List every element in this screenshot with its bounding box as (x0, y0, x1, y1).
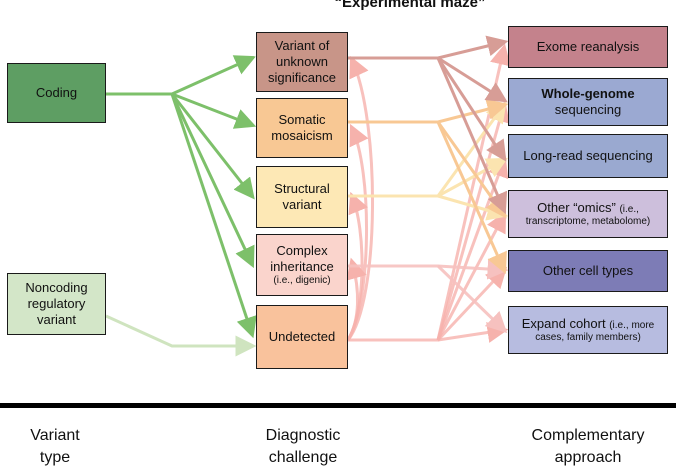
variant-type-line2: type (39, 448, 71, 466)
omics-note-2: transcriptome, metabolome) (525, 216, 651, 227)
exome-reanalysis-box: Exome reanalysis (508, 26, 668, 68)
omics-label-line1: Other “omics” (i.e., (537, 200, 639, 216)
wgs-label-line2: sequencing (554, 102, 622, 117)
coding-label: Coding (35, 85, 78, 101)
cohort-label-line1: Expand cohort (i.e., more (522, 316, 654, 332)
exome-label: Exome reanalysis (536, 39, 640, 55)
diagnostic-challenge-line1: Diagnostic (265, 427, 341, 444)
cohort-note-2: cases, family members) (535, 332, 641, 343)
noncoding-regulatory-variant-box: Noncoding regulatory variant (7, 273, 106, 335)
cohort-note-1: (i.e., more (609, 319, 655, 331)
undetected-label: Undetected (268, 329, 336, 345)
vus-label-line1: Variant of (274, 38, 330, 54)
noncoding-label-line1: Noncoding (25, 280, 88, 296)
structural-variant-box: Structural variant (256, 166, 348, 228)
longread-label: Long-read sequencing (523, 148, 653, 164)
undetected-box: Undetected (256, 305, 348, 369)
column-label-diagnostic-challenge: Diagnostic challenge (238, 425, 368, 468)
structural-label-line2: variant (282, 197, 322, 212)
wgs-label-line1: Whole-genome (541, 86, 635, 102)
somatic-label-line1: Somatic (278, 112, 326, 128)
somatic-mosaicism-box: Somatic mosaicism (256, 98, 348, 158)
divider-line (0, 403, 676, 408)
coding-box: Coding (7, 63, 106, 123)
cohort-label: Expand cohort (521, 315, 606, 331)
noncoding-label-line2: regulatory (27, 296, 86, 312)
celltypes-label: Other cell types (542, 263, 634, 279)
diagnostic-challenge-line2: challenge (268, 448, 338, 466)
variant-type-line1: Variant (30, 427, 80, 444)
complex-label-line1: Complex (276, 243, 328, 259)
vus-label-line3: significance (268, 69, 336, 85)
column-label-variant-type: Variant type (10, 425, 100, 468)
long-read-sequencing-box: Long-read sequencing (508, 134, 668, 178)
complex-inheritance-box: Complex inheritance (i.e., digenic) (256, 234, 348, 296)
complementary-approach-line2: approach (554, 448, 622, 466)
vus-label-line2: unknown (275, 54, 329, 70)
other-omics-box: Other “omics” (i.e., transcriptome, meta… (508, 190, 668, 238)
whole-genome-sequencing-box: Whole-genome sequencing (508, 78, 668, 126)
somatic-label-line2: mosaicism (271, 128, 333, 143)
omics-note-1: (i.e., (619, 203, 639, 215)
structural-label-line1: Structural (274, 181, 330, 197)
column-label-complementary-approach: Complementary approach (508, 425, 668, 468)
omics-label: Other “omics” (537, 199, 616, 215)
diagram-title: “Experimental maze” (334, 0, 486, 11)
noncoding-label-line3: variant (36, 311, 77, 327)
other-cell-types-box: Other cell types (508, 250, 668, 292)
complex-label-line2: inheritance (270, 258, 334, 274)
vus-box: Variant of unknown significance (256, 32, 348, 92)
expand-cohort-box: Expand cohort (i.e., more cases, family … (508, 306, 668, 354)
complex-note: (i.e., digenic) (273, 274, 331, 286)
complementary-approach-line1: Complementary (531, 427, 645, 444)
